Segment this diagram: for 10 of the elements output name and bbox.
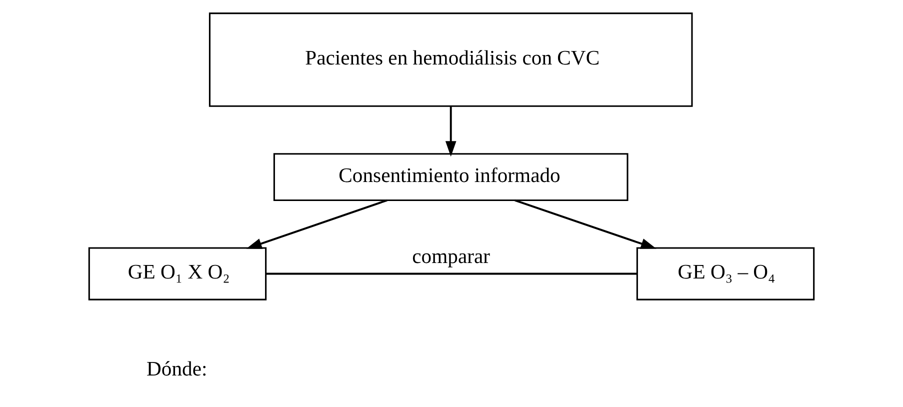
node-box: GE O₁ X O₂ xyxy=(88,247,267,300)
arrow xyxy=(246,199,388,249)
node-box: GE O₃ – O₄ xyxy=(636,247,815,300)
arrow xyxy=(445,106,456,157)
edge-label: comparar xyxy=(412,246,490,268)
node-box: Consentimiento informado xyxy=(273,153,628,202)
connector xyxy=(266,272,637,275)
node-box: Pacientes en hemodiálisis con CVC xyxy=(208,12,693,107)
arrow xyxy=(514,199,656,249)
label: Dónde: xyxy=(146,358,208,380)
